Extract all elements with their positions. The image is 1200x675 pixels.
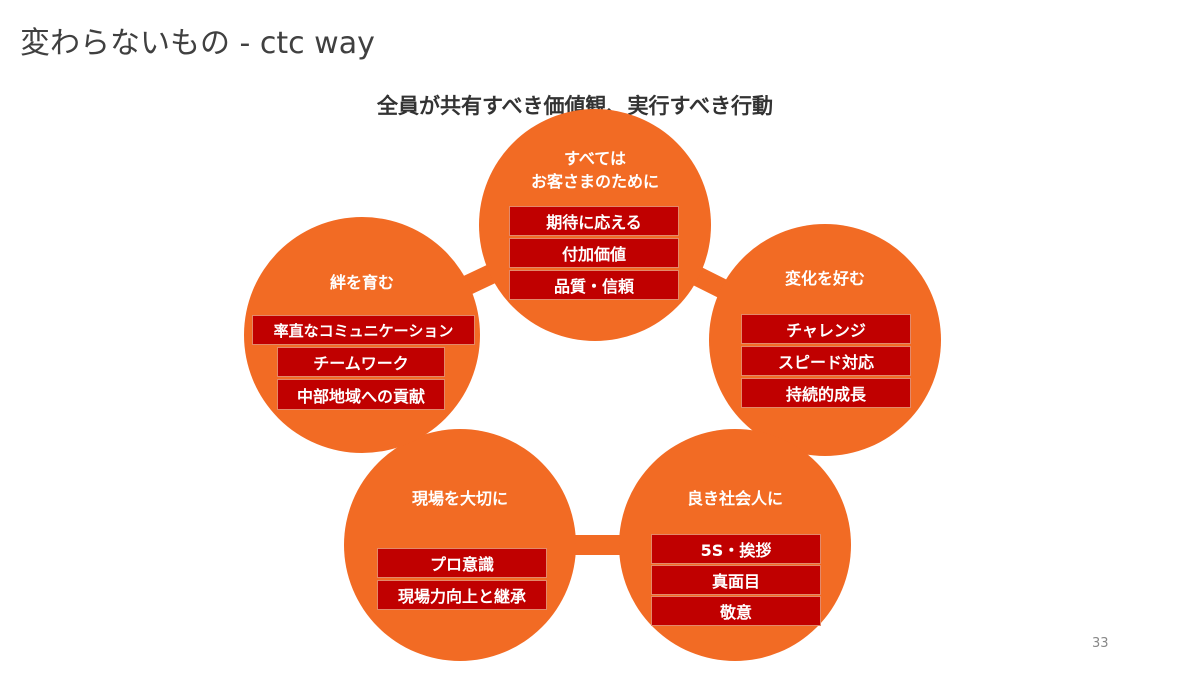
value-item: 率直なコミュニケーション: [252, 315, 475, 345]
circle-caption: 絆を育む: [329, 273, 394, 292]
value-item: 敬意: [651, 596, 821, 626]
circle-caption: 良き社会人に: [686, 489, 783, 508]
circle-caption: 変化を好む: [784, 269, 865, 288]
value-item: 現場力向上と継承: [377, 580, 547, 610]
slide-title: 変わらないもの - ctc way: [20, 26, 375, 61]
value-item: 付加価値: [509, 238, 679, 268]
value-item: チームワーク: [277, 347, 445, 377]
value-item: スピード対応: [741, 346, 911, 376]
value-item: プロ意識: [377, 548, 547, 578]
value-item: 中部地域への貢献: [277, 379, 445, 410]
value-item: 品質・信頼: [509, 270, 679, 300]
page-number: 33: [1092, 636, 1109, 651]
value-item: チャレンジ: [741, 314, 911, 344]
circle-caption: 現場を大切に: [411, 489, 508, 508]
value-item: 持続的成長: [741, 378, 911, 408]
value-circle: [344, 429, 576, 661]
value-item: 期待に応える: [509, 206, 679, 236]
circle-caption: すべては お客さまのために: [530, 149, 659, 191]
value-item: 真面目: [651, 565, 821, 595]
value-item: 5S・挨拶: [651, 534, 821, 564]
